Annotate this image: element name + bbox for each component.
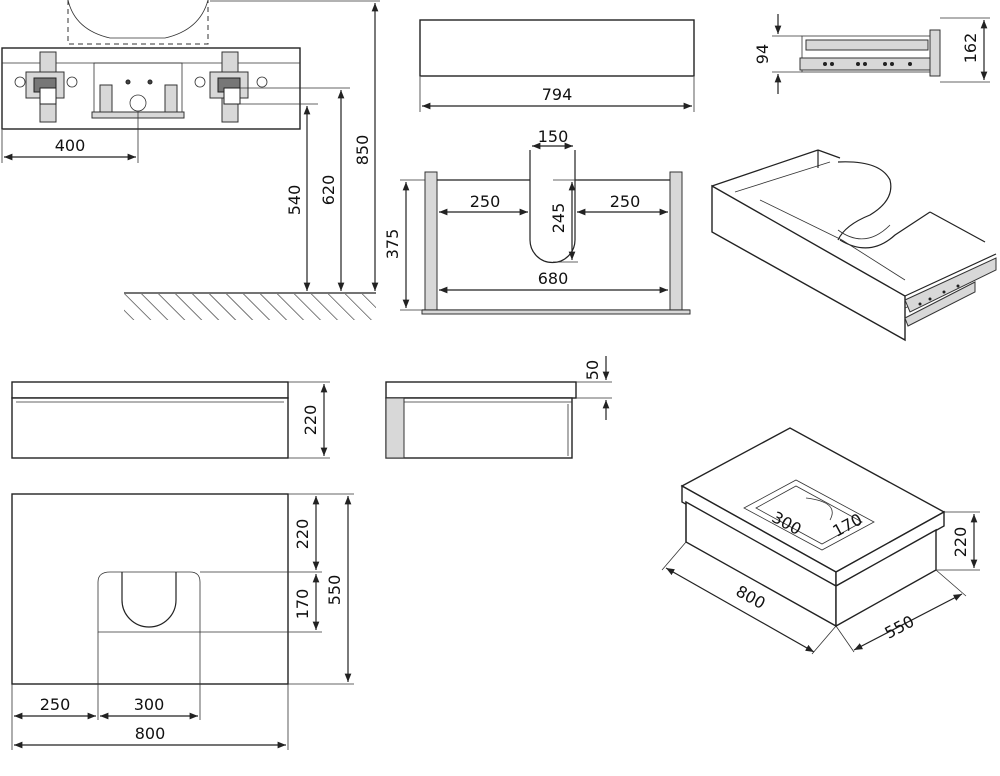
dim-height-94: 94 [753,44,772,64]
basin-outline-dashed [67,0,209,45]
plan-view: 220 170 550 250 300 800 [11,493,354,750]
dim-height-375: 375 [383,229,402,260]
basin-curve [67,0,209,39]
front-elevation: 220 [11,381,330,459]
front-worktop [11,381,289,399]
drawer-top-view: 150 250 250 245 680 375 [383,127,691,315]
rail-side-view: 94 162 [753,14,990,94]
front-mounting-view: 400 540 620 850 [1,0,380,320]
dim-height-220-plan: 220 [293,519,312,550]
dim-width-250-left: 250 [470,192,501,211]
dim-width-800-plan: 800 [135,724,166,743]
plan-siphon-cutout [121,572,177,628]
dim-width-800-iso: 800 [733,581,769,612]
drawer-front-panel [711,184,906,342]
dim-height-540: 540 [285,185,304,216]
dim-width-250-right: 250 [610,192,641,211]
isometric-drawer [711,149,997,342]
dim-width-794: 794 [542,85,573,104]
dim-height-620: 620 [319,175,338,206]
dim-height-50: 50 [583,360,602,380]
drawer-side-left [424,171,438,311]
wall-bracket-right [209,51,249,123]
dim-width-400: 400 [55,136,86,155]
drawer-side-right [669,171,683,311]
dim-height-170-plan: 170 [293,589,312,620]
dim-width-150: 150 [538,127,569,146]
top-strip-view: 794 [419,19,695,112]
side-worktop [385,381,577,399]
side-elevation: 50 [385,356,612,459]
dim-width-300-plan: 300 [134,695,165,714]
floor-hatch [124,294,376,320]
dim-height-550-plan: 550 [325,575,344,606]
worktop-strip [419,19,695,77]
dim-height-850: 850 [353,135,372,166]
wall-bracket-left [25,51,65,123]
dim-width-550-iso: 550 [881,612,917,643]
dim-height-220-iso: 220 [951,527,970,558]
side-drawer [385,397,573,459]
iso-basin-recess [743,479,875,551]
dim-height-162: 162 [961,33,980,64]
dim-height-220-front: 220 [301,405,320,436]
iso-siphon-cutout [837,161,892,241]
dim-width-250-plan: 250 [40,695,71,714]
front-drawer [11,397,289,459]
dim-width-680: 680 [538,269,569,288]
plan-worktop [11,493,289,685]
dim-height-245: 245 [549,203,568,234]
isometric-cabinet: 220 800 550 300 170 [661,427,980,655]
